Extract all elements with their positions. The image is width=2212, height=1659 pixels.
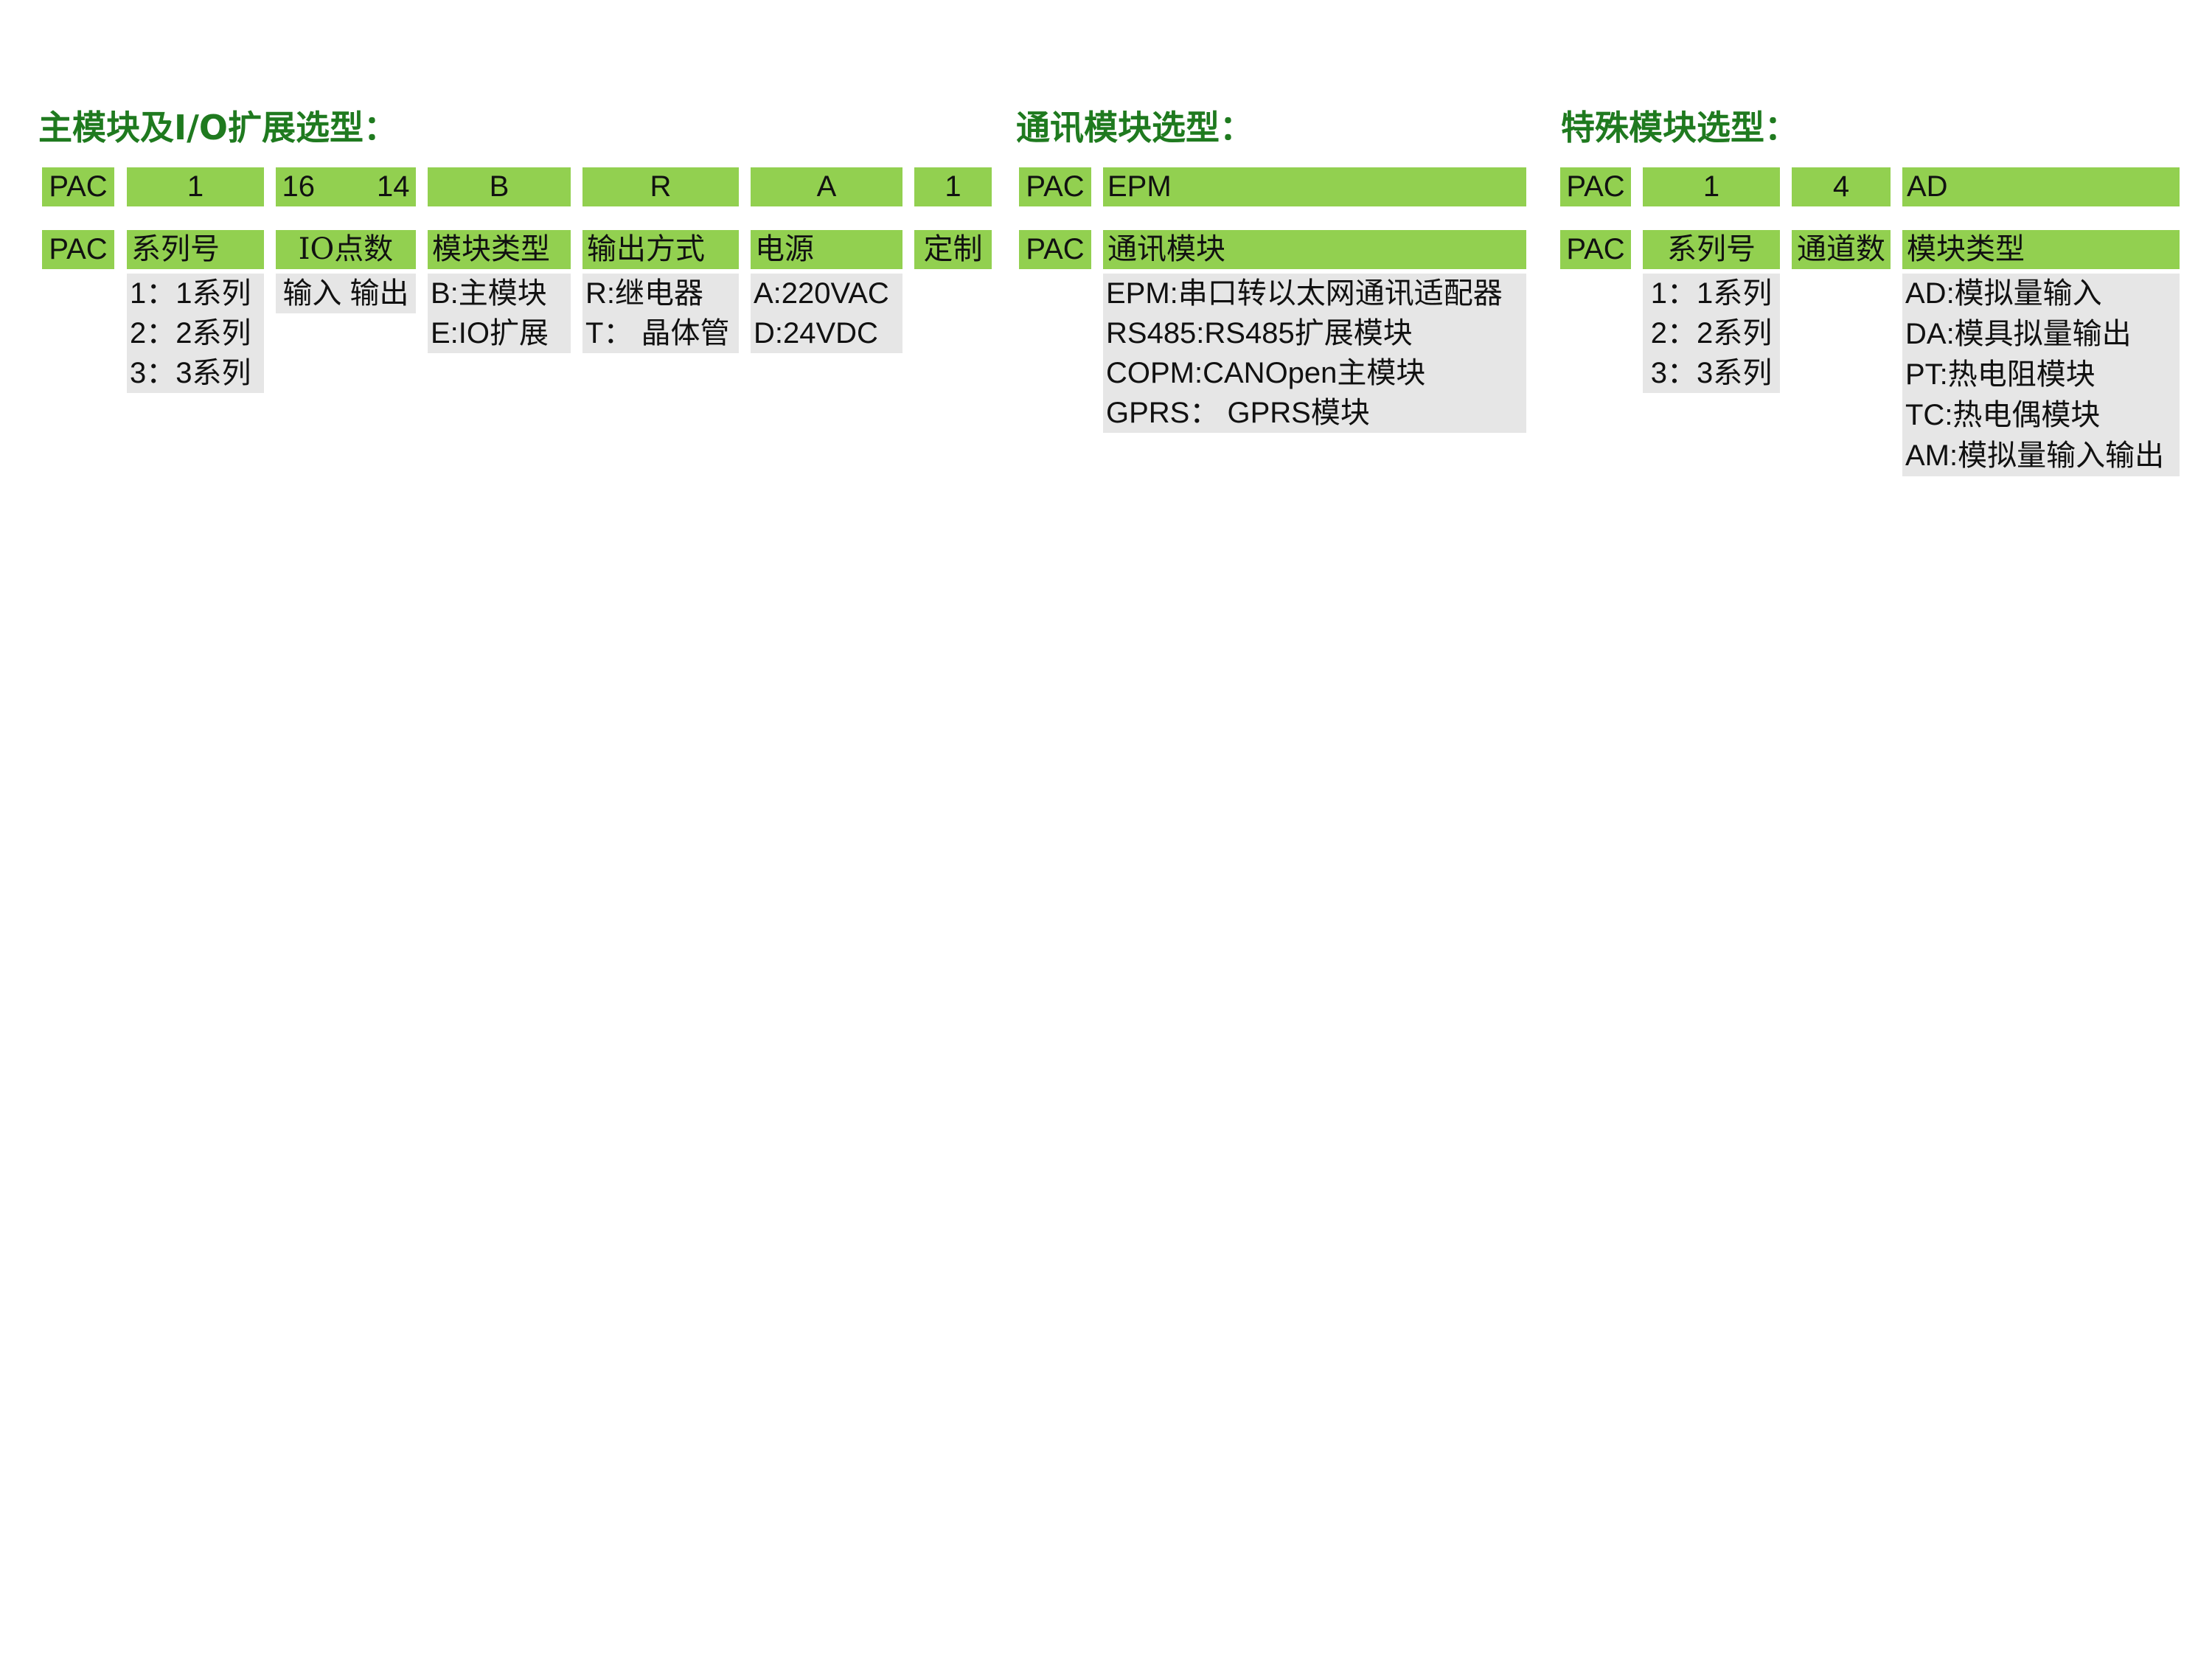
list-item: 1：1系列 <box>1650 277 1773 310</box>
main-label-type: 模块类型 <box>428 230 571 269</box>
main-io-options: 输入 输出 <box>276 274 416 313</box>
comm-code-prefix: PAC <box>1019 167 1091 206</box>
list-item: DA:模具拟量输出 <box>1905 318 2132 350</box>
main-label-power: 电源 <box>751 230 902 269</box>
main-type-options: B:主模块 E:IO扩展 <box>428 274 571 353</box>
list-item: RS485:RS485扩展模块 <box>1106 317 1413 349</box>
list-item: 3：3系列 <box>1650 357 1773 389</box>
main-code-prefix: PAC <box>42 167 114 206</box>
special-label-type: 模块类型 <box>1902 230 2180 269</box>
main-label-output-mode: 输出方式 <box>582 230 739 269</box>
comm-code-module: EPM <box>1103 167 1526 206</box>
list-item: 2：2系列 <box>130 317 251 349</box>
special-label-channels: 通道数 <box>1792 230 1891 269</box>
special-label-series: 系列号 <box>1643 230 1780 269</box>
list-item: 输入 输出 <box>282 277 409 310</box>
main-label-custom: 定制 <box>914 230 992 269</box>
main-label-series: 系列号 <box>127 230 264 269</box>
main-code-custom: 1 <box>914 167 992 206</box>
comm-module-heading: 通讯模块选型： <box>1016 108 1253 147</box>
list-item: AM:模拟量输入输出 <box>1905 439 2165 472</box>
list-item: 1：1系列 <box>130 277 251 310</box>
list-item: A:220VAC <box>754 277 889 310</box>
main-output-options: R:继电器 T： 晶体管 <box>582 274 739 353</box>
special-code-series: 1 <box>1643 167 1780 206</box>
main-code-power: A <box>751 167 902 206</box>
special-type-options: AD:模拟量输入 DA:模具拟量输出 PT:热电阻模块 TC:热电偶模块 AM:… <box>1902 274 2180 476</box>
list-item: E:IO扩展 <box>431 317 549 349</box>
main-code-type: B <box>428 167 571 206</box>
list-item: AD:模拟量输入 <box>1905 277 2102 310</box>
special-code-channels: 4 <box>1792 167 1891 206</box>
list-item: 3：3系列 <box>130 357 251 389</box>
comm-label-module: 通讯模块 <box>1103 230 1526 269</box>
main-power-options: A:220VAC D:24VDC <box>751 274 902 353</box>
special-code-prefix: PAC <box>1560 167 1631 206</box>
main-code-inputs: 16 <box>282 170 316 203</box>
main-code-series: 1 <box>127 167 264 206</box>
list-item: B:主模块 <box>431 277 547 310</box>
list-item: GPRS： GPRS模块 <box>1106 397 1370 429</box>
main-label-io-points: IO点数 <box>276 230 416 269</box>
special-series-options: 1：1系列 2：2系列 3：3系列 <box>1643 274 1780 393</box>
list-item: T： 晶体管 <box>585 317 730 349</box>
main-module-heading: 主模块及I/O扩展选型： <box>38 108 398 147</box>
list-item: 2：2系列 <box>1650 317 1773 349</box>
list-item: TC:热电偶模块 <box>1905 399 2101 431</box>
list-item: D:24VDC <box>754 317 878 349</box>
main-label-prefix: PAC <box>42 230 114 269</box>
comm-label-prefix: PAC <box>1019 230 1091 269</box>
main-code-outputs: 14 <box>377 170 410 203</box>
special-module-heading: 特殊模块选型： <box>1561 108 1798 147</box>
main-series-options: 1：1系列 2：2系列 3：3系列 <box>127 274 264 393</box>
list-item: COPM:CANOpen主模块 <box>1106 357 1426 389</box>
list-item: R:继电器 <box>585 277 703 310</box>
special-label-prefix: PAC <box>1560 230 1631 269</box>
list-item: EPM:串口转以太网通讯适配器 <box>1106 277 1503 310</box>
main-code-output-mode: R <box>582 167 739 206</box>
list-item: PT:热电阻模块 <box>1905 358 2096 391</box>
special-code-type: AD <box>1902 167 2180 206</box>
comm-module-options: EPM:串口转以太网通讯适配器 RS485:RS485扩展模块 COPM:CAN… <box>1103 274 1526 433</box>
